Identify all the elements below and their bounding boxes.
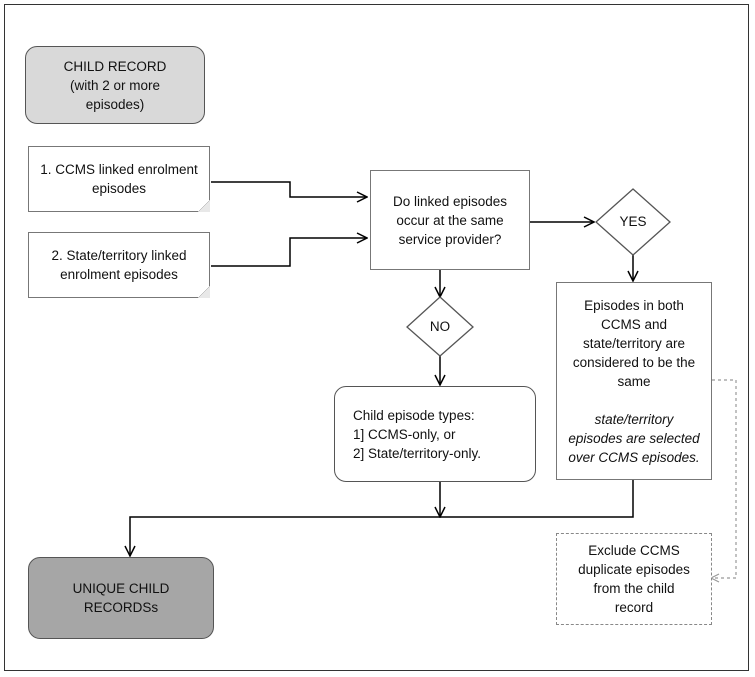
episodes-same-line-4: considered to be the — [572, 354, 696, 370]
unique-child-records-node: UNIQUE CHILD RECORDSs — [28, 557, 214, 639]
exclude-line-1: Exclude CCMS — [588, 543, 680, 558]
episodes-same-line-3: state/territory are — [582, 335, 686, 351]
no-diamond — [406, 296, 474, 357]
yes-label: YES — [619, 214, 647, 229]
child-record-line-1: CHILD RECORD — [63, 58, 167, 74]
unique-line-2: RECORDSs — [83, 600, 159, 615]
episodes-same-line-1: Episodes in both — [584, 297, 684, 313]
decision-line-3: service provider? — [398, 231, 502, 247]
state-linked-node: 2. State/territory linked enrolment epis… — [28, 232, 210, 298]
episodes-to-unique-arrow — [130, 480, 634, 555]
ccms-linked-node: 1. CCMS linked enrolment episodes — [28, 146, 210, 212]
dashed-exclude-arrow — [712, 379, 737, 578]
state-linked-line-1: 2. State/territory linked — [51, 248, 187, 263]
diagram-frame — [4, 4, 749, 671]
ccms-to-decision-arrow — [211, 181, 366, 197]
episodes-same-italic-2: episodes are selected — [568, 430, 700, 446]
child-record-node: CHILD RECORD (with 2 or more episodes) — [25, 46, 205, 124]
decision-node: Do linked episodes occur at the same ser… — [370, 170, 530, 270]
child-types-line-1: Child episode types: — [353, 407, 475, 423]
state-to-decision-arrow — [211, 238, 366, 267]
episodes-same-italic-1: state/territory — [594, 411, 674, 427]
ccms-linked-line-2: episodes — [91, 181, 147, 196]
episodes-same-line-2: CCMS and — [600, 316, 668, 332]
child-types-line-2: 1] CCMS-only, or — [353, 426, 456, 442]
exclude-ccms-node: Exclude CCMS duplicate episodes from the… — [556, 533, 712, 625]
exclude-line-4: record — [614, 600, 654, 615]
episodes-same-italic-3: over CCMS episodes. — [568, 449, 700, 465]
no-label: NO — [429, 319, 451, 334]
ccms-linked-line-1: 1. CCMS linked enrolment — [40, 162, 198, 177]
child-record-line-2: (with 2 or more — [69, 77, 161, 93]
yes-diamond — [595, 188, 671, 256]
episodes-same-line-5: same — [617, 373, 651, 389]
child-record-line-3: episodes) — [85, 96, 145, 112]
child-types-node: Child episode types: 1] CCMS-only, or 2]… — [334, 386, 536, 482]
exclude-line-3: from the child — [593, 581, 675, 596]
episodes-same-node: Episodes in both CCMS and state/territor… — [556, 282, 712, 480]
decision-line-2: occur at the same — [396, 212, 504, 228]
child-types-line-3: 2] State/territory-only. — [353, 445, 482, 461]
state-linked-line-2: enrolment episodes — [60, 267, 178, 282]
unique-line-1: UNIQUE CHILD — [72, 581, 170, 596]
exclude-line-2: duplicate episodes — [578, 562, 690, 577]
decision-line-1: Do linked episodes — [392, 193, 508, 209]
